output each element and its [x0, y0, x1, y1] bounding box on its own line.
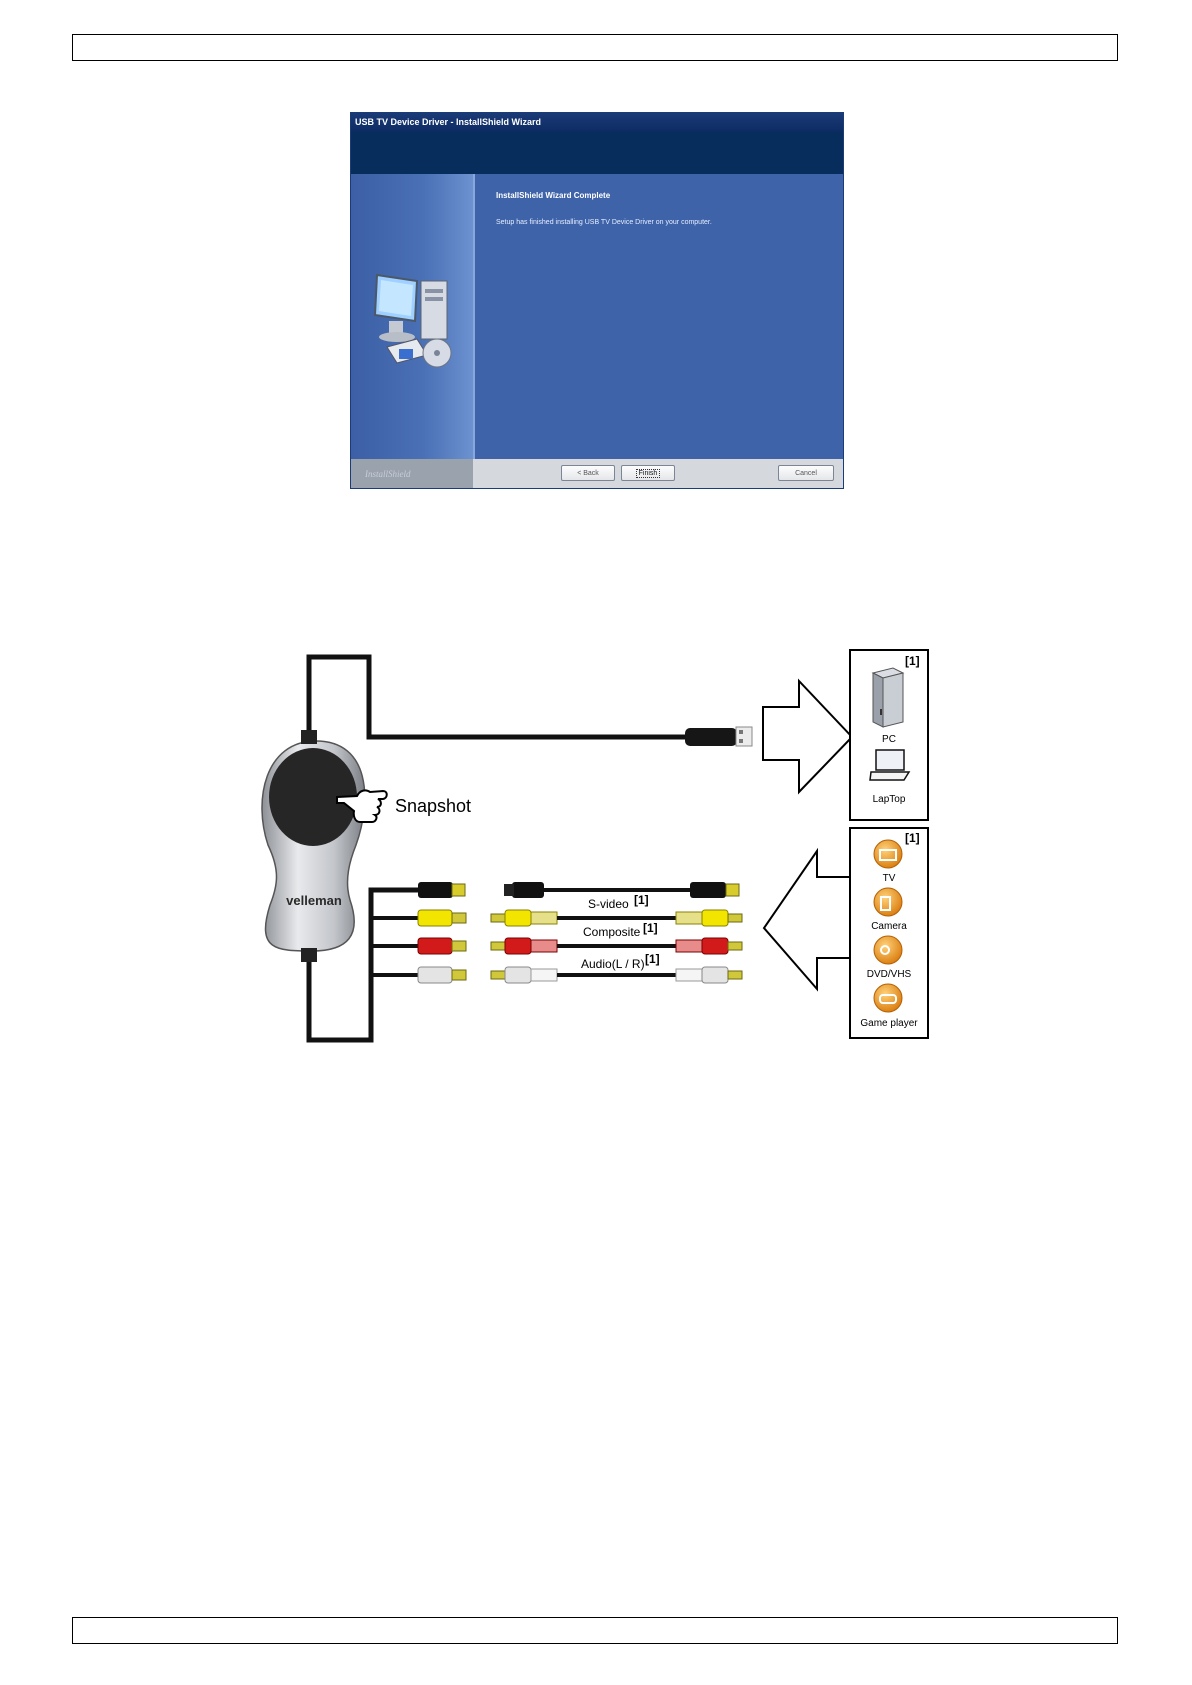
game-player-icon [874, 984, 902, 1012]
dvd-vhs-label: DVD/VHS [867, 969, 912, 980]
pc-tower-icon [873, 668, 903, 727]
pc-label: PC [882, 734, 896, 745]
usb-plug-pin [739, 739, 743, 743]
svideo-label: S-video [588, 897, 629, 911]
snapshot-label: Snapshot [395, 796, 471, 816]
device-bottom-connector [301, 948, 317, 962]
audio-label: Audio(L / R) [581, 957, 645, 971]
device-red-audio-plug [418, 938, 466, 954]
usb-cable-boot [685, 728, 737, 746]
game-player-label: Game player [860, 1018, 918, 1029]
tv-icon [874, 840, 902, 868]
laptop-label: LapTop [873, 794, 906, 805]
sources-box-note-marker: [1] [905, 831, 920, 845]
svideo-cable [504, 882, 739, 898]
device-top-connector [301, 730, 317, 744]
arrow-from-sources [764, 851, 852, 989]
usb-plug [736, 727, 752, 746]
camera-icon [874, 888, 902, 916]
composite-marker: [1] [643, 921, 658, 935]
tv-label: TV [883, 873, 896, 884]
svideo-marker: [1] [634, 893, 649, 907]
arrow-to-pc [763, 681, 852, 792]
laptop-icon [870, 750, 909, 780]
composite-cable [491, 910, 742, 926]
pc-box-note-marker: [1] [905, 654, 920, 668]
usb-plug-pin [739, 730, 743, 734]
camera-label: Camera [871, 921, 907, 932]
device-brand-logo: velleman [286, 893, 342, 908]
usb-cable [309, 657, 688, 737]
audio-red-cable [491, 938, 742, 954]
composite-label: Composite [583, 925, 641, 939]
device-composite-plug [418, 910, 466, 926]
audio-marker: [1] [645, 952, 660, 966]
device-svideo-plug [418, 882, 465, 898]
page-footer-box [72, 1617, 1118, 1644]
device-white-audio-plug [418, 967, 466, 983]
